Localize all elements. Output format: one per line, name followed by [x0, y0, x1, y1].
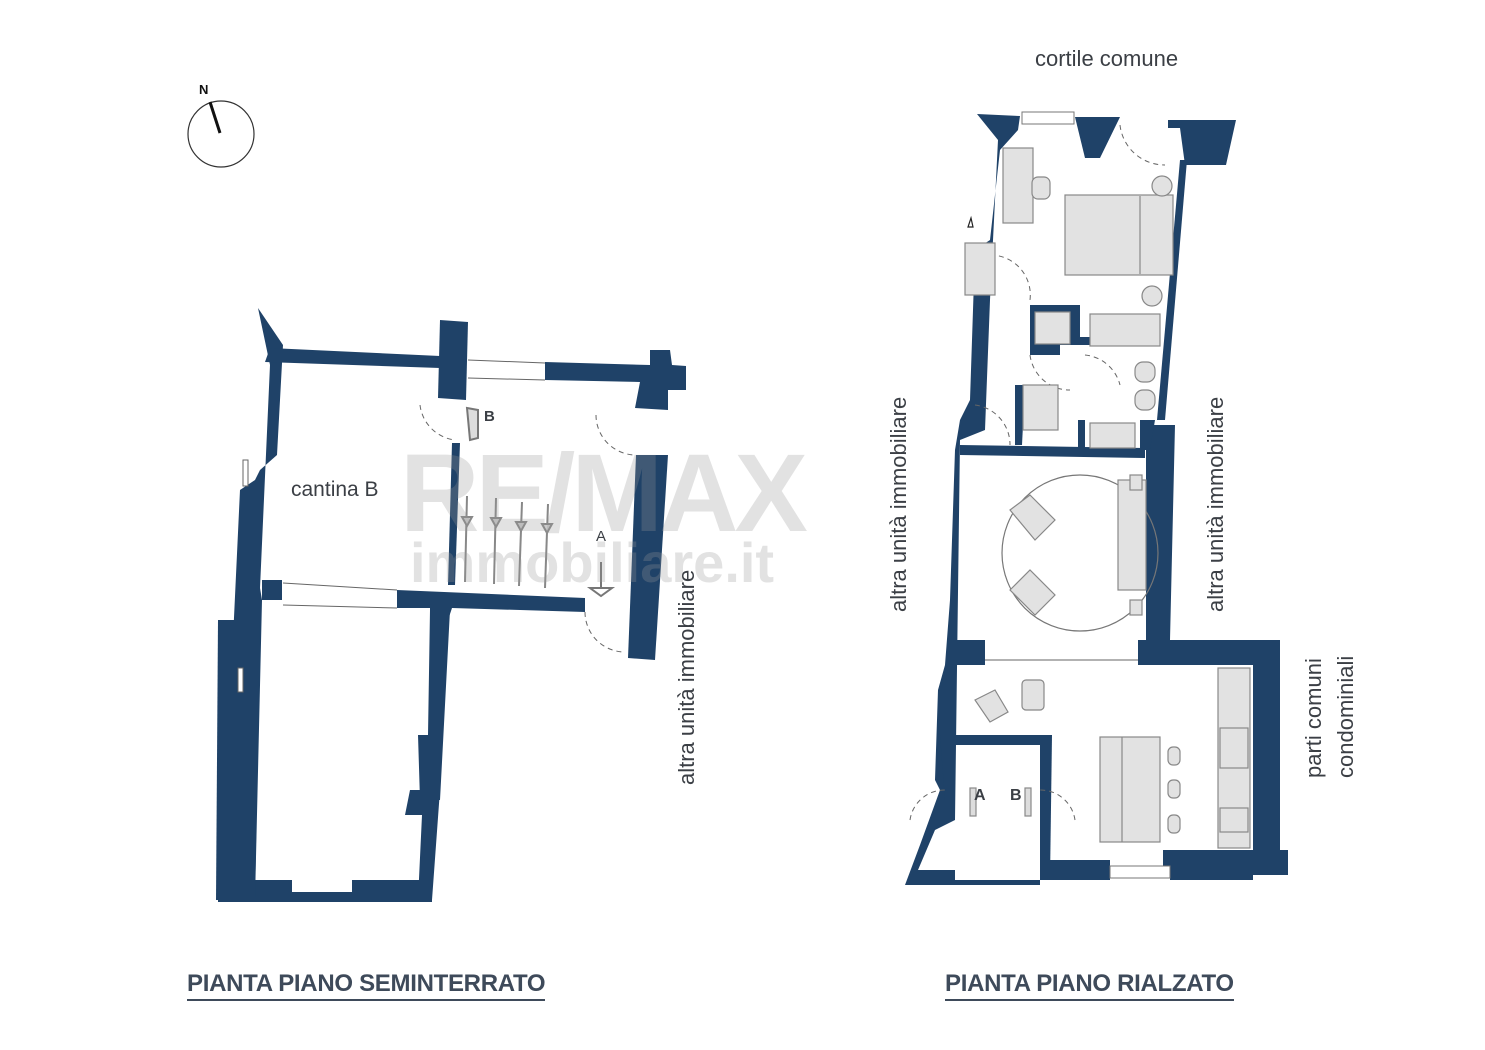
bicycle-rack-icon: [460, 406, 616, 598]
double-bed: [1064, 194, 1174, 276]
closet-rack: [1089, 313, 1161, 347]
common-areas-label-line1: parti comuni: [1301, 658, 1326, 778]
cantina-b-label: cantina B: [291, 478, 379, 501]
basement-openings: [237, 359, 637, 693]
neighbor-unit-label-left: altra unità immobiliare: [674, 569, 699, 785]
rug: [1001, 474, 1159, 632]
immobiliare-watermark: immobiliare.it: [410, 531, 775, 594]
door-a-label-ground: A: [974, 787, 986, 804]
wardrobe: [964, 242, 996, 296]
north-arrow-icon: [187, 100, 255, 168]
cooktop: [1219, 727, 1249, 769]
neighbor-unit-label-right: altra unità immobiliare: [1203, 396, 1228, 612]
remax-watermark: RE/MAX: [400, 432, 808, 555]
basement-walls: [216, 308, 686, 902]
chair: [1021, 679, 1045, 711]
kitchen-sink: [1219, 807, 1249, 833]
desk: [1002, 147, 1034, 224]
tv-cabinet: [1117, 479, 1147, 591]
ground-floor-plan-title: PIANTA PIANO RIALZATO: [945, 970, 1234, 1001]
compass-north-label: N: [199, 82, 209, 97]
door-a-label-basement: A: [596, 528, 607, 545]
armchair: [974, 689, 1009, 723]
courtyard-label: cortile comune: [1035, 46, 1179, 71]
sink: [1089, 422, 1136, 449]
shower: [1022, 384, 1059, 431]
door-b-label-basement: B: [484, 408, 495, 425]
furniture: [964, 147, 1251, 849]
door-b-label-ground: B: [1010, 787, 1022, 804]
common-areas-label-line2: condominiali: [1333, 655, 1358, 778]
basement-plan-title: PIANTA PIANO SEMINTERRATO: [187, 970, 546, 1001]
kitchen-island: [1099, 736, 1161, 843]
neighbor-unit-label-middle: altra unità immobiliare: [886, 396, 911, 612]
boiler: [1034, 311, 1071, 345]
ground-floor-openings: [909, 111, 1171, 879]
